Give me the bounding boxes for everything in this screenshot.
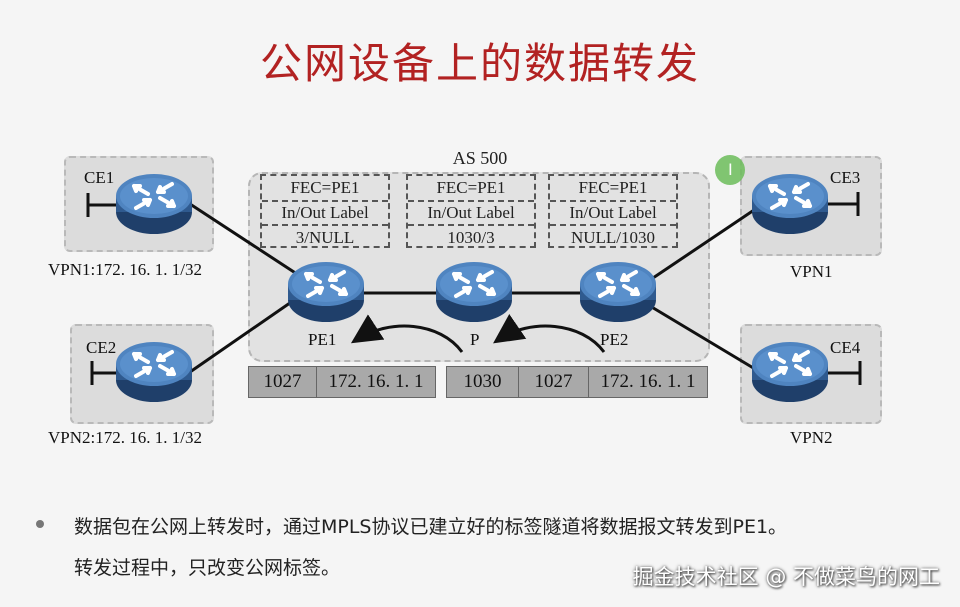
packet-at-pe1: 1027 172. 16. 1. 1 [248,366,436,398]
router-ce1-icon [114,172,194,236]
packet-destination: 172. 16. 1. 1 [317,367,435,397]
fec-label: FEC=PE1 [290,178,360,197]
router-pe2-icon [578,260,658,324]
link-pe2-ce3 [649,204,761,282]
fec-header: In/Out Label [408,200,534,226]
packet-label: 1027 [249,367,317,397]
label-ce3: CE3 [830,168,861,187]
label-pe1: PE1 [308,330,337,349]
label-ce4: CE4 [830,338,861,357]
forward-arrow-pe2-to-p [493,314,606,353]
fec-value: NULL/1030 [570,228,656,247]
site-label-ce4: VPN2 [790,428,833,447]
link-pe2-ce4 [649,304,761,374]
packet-at-p: 1030 1027 172. 16. 1. 1 [446,366,708,398]
cursor-glyph: I [728,160,733,179]
label-ce1: CE1 [84,168,115,187]
router-ce4-icon [750,340,830,404]
label-pe2: PE2 [600,330,629,349]
packet-destination: 172. 16. 1. 1 [589,367,707,397]
fec-label: FEC=PE1 [436,178,506,197]
body-text-line2: 转发过程中，只改变公网标签。 [74,557,341,579]
body-text-line1: 数据包在公网上转发时，通过MPLS协议已建立好的标签隧道将数据报文转发到PE1。 [74,516,788,538]
fec-value: 3/NULL [295,228,355,247]
router-p-icon [434,260,514,324]
router-ce2-icon [114,340,194,404]
packet-outer-label: 1030 [447,367,519,397]
fec-table-pe1: FEC=PE1 In/Out Label 3/NULL [260,174,390,248]
as-label: AS 500 [452,148,508,168]
page-title: 公网设备上的数据转发 [259,39,700,88]
label-p: P [470,330,480,349]
fec-header: In/Out Label [550,200,676,226]
router-ce3-icon [750,172,830,236]
fec-header: In/Out Label [262,200,388,226]
packet-inner-label: 1027 [519,367,589,397]
fec-label: FEC=PE1 [578,178,648,197]
cursor-indicator-icon: I [715,155,745,185]
site-label-ce1: VPN1:172. 16. 1. 1/32 [48,260,202,279]
site-label-ce2: VPN2:172. 16. 1. 1/32 [48,428,202,447]
link-ce1-pe1 [189,202,301,278]
fec-table-p: FEC=PE1 In/Out Label 1030/3 [406,174,536,248]
bullet-icon [36,520,44,528]
label-ce2: CE2 [86,338,117,357]
site-label-ce3: VPN1 [790,262,833,281]
fec-value: 1030/3 [447,228,495,247]
watermark: 掘金技术社区 @ 不做菜鸟的网工 [632,565,940,589]
forward-arrow-p-to-pe1 [350,314,464,353]
router-pe1-icon [286,260,366,324]
link-ce2-pe1 [189,294,301,374]
fec-table-pe2: FEC=PE1 In/Out Label NULL/1030 [548,174,678,248]
